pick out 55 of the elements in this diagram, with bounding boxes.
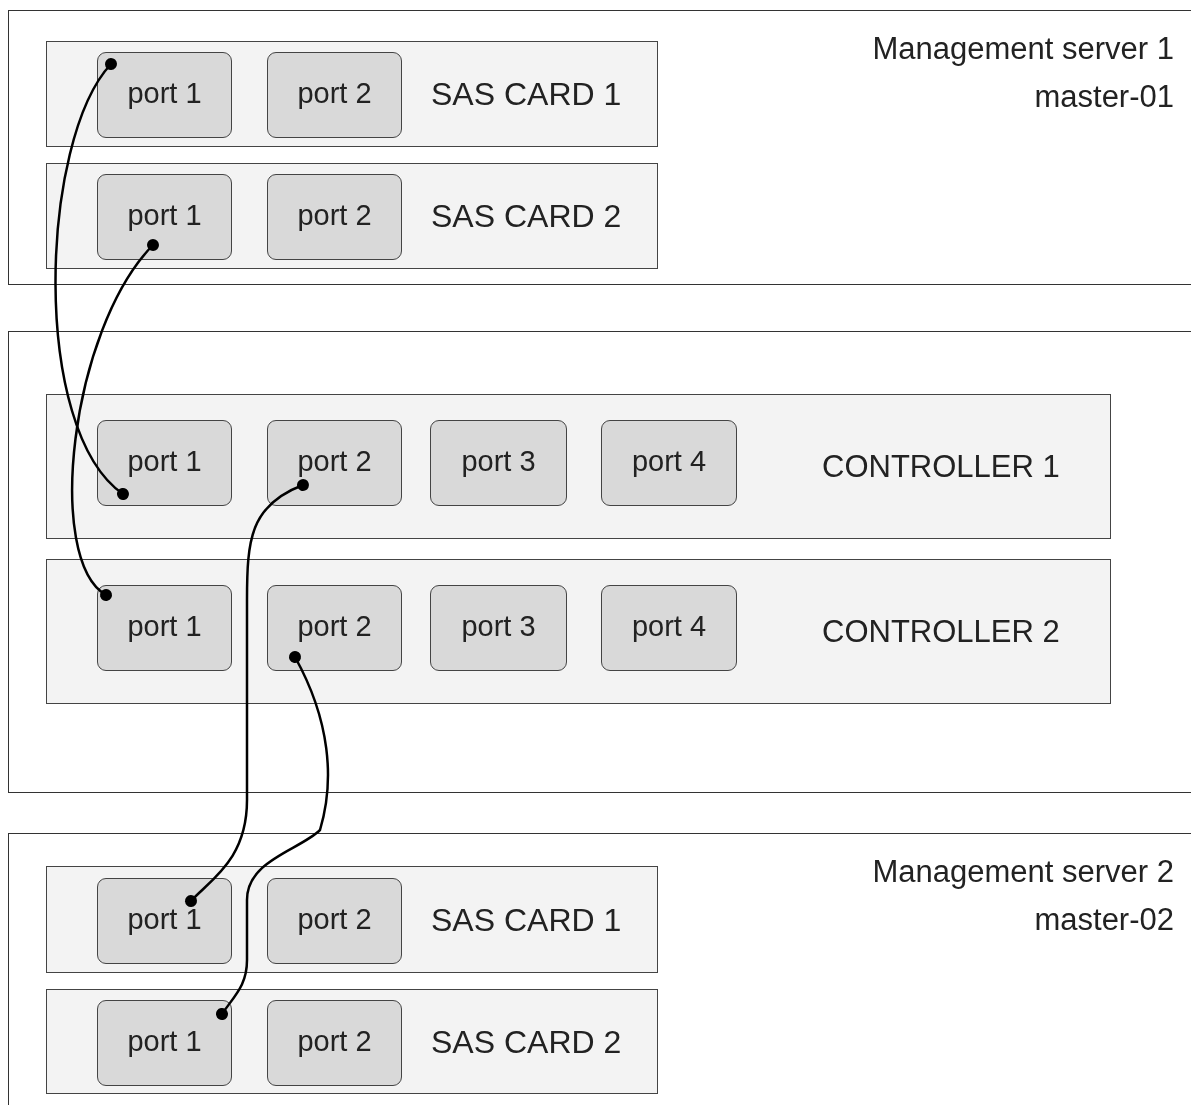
port-label: port 4 xyxy=(631,609,707,643)
server-chassis xyxy=(8,833,1191,1105)
port-label: port 2 xyxy=(297,609,372,643)
port-box xyxy=(601,420,737,506)
server-chassis xyxy=(8,10,1191,285)
server-hostname: master-01 xyxy=(1034,79,1174,115)
port-box xyxy=(430,420,567,506)
port-label: port 3 xyxy=(461,609,536,643)
port-box xyxy=(601,585,737,671)
controller-label: CONTROLLER 1 xyxy=(822,448,1060,485)
port-label: port 3 xyxy=(461,444,536,478)
sas-cable xyxy=(71,239,159,601)
port-box xyxy=(267,420,402,506)
sas-card-panel xyxy=(46,989,658,1094)
controller-panel xyxy=(46,394,1111,539)
card-label: SAS CARD 2 xyxy=(431,197,622,235)
port-box xyxy=(97,1000,232,1086)
port-box xyxy=(97,420,232,506)
server-title: Management server 1 xyxy=(872,31,1174,67)
port-label: port 1 xyxy=(127,902,202,936)
port-label: port 2 xyxy=(297,1024,372,1058)
port-label: port 1 xyxy=(127,609,202,643)
port-box xyxy=(267,585,402,671)
port-box xyxy=(267,878,402,964)
server-title: Management server 2 xyxy=(872,854,1174,890)
port-label: port 1 xyxy=(127,444,202,478)
port-box xyxy=(430,585,567,671)
sas-card-panel xyxy=(46,163,658,269)
port-box xyxy=(97,174,232,260)
port-label: port 2 xyxy=(297,444,372,478)
sas-card-panel xyxy=(46,41,658,147)
port-box xyxy=(97,52,232,138)
port-box xyxy=(97,878,232,964)
port-label: port 2 xyxy=(297,76,372,110)
port-box xyxy=(267,174,402,260)
port-label: port 2 xyxy=(297,902,372,936)
sas-cable xyxy=(185,479,309,907)
card-label: SAS CARD 2 xyxy=(431,1023,622,1060)
sas-cable xyxy=(54,58,129,500)
server-hostname: master-02 xyxy=(1034,902,1174,938)
port-label: port 2 xyxy=(297,198,372,232)
port-label: port 4 xyxy=(631,444,707,478)
port-label: port 1 xyxy=(127,198,202,232)
sas-cable xyxy=(216,651,330,1020)
port-label: port 1 xyxy=(127,1024,202,1058)
port-label: port 1 xyxy=(127,76,202,110)
card-label: SAS CARD 1 xyxy=(431,901,622,938)
controller-panel xyxy=(46,559,1111,704)
card-label: SAS CARD 1 xyxy=(431,75,622,113)
sas-card-panel xyxy=(46,866,658,973)
storage-enclosure xyxy=(8,331,1191,793)
port-box xyxy=(97,585,232,671)
controller-label: CONTROLLER 2 xyxy=(822,613,1060,650)
port-box xyxy=(267,52,402,138)
port-box xyxy=(267,1000,402,1086)
